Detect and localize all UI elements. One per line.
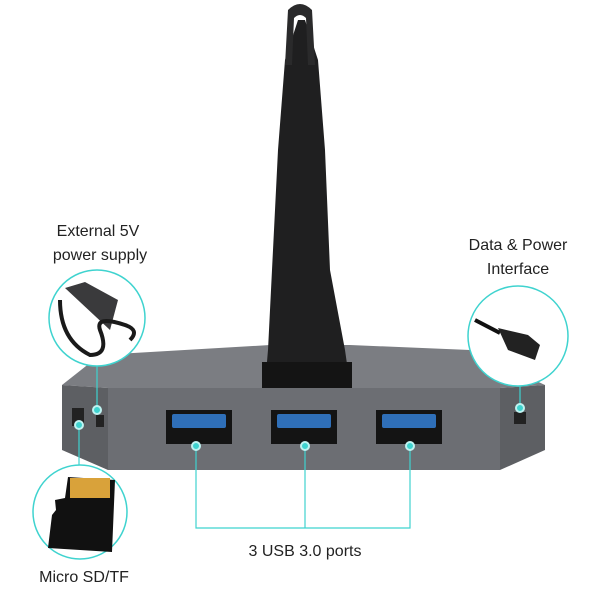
- arm-hook: [285, 4, 315, 65]
- power-label-line1: External 5V: [56, 223, 140, 240]
- hub-left-side: [62, 385, 108, 470]
- bungee-arm: [265, 20, 350, 385]
- data-label-line1: Data & Power: [468, 237, 568, 254]
- usb-port-2: [271, 410, 337, 444]
- arm-base: [262, 362, 352, 388]
- power-adapter-inset: [48, 269, 146, 367]
- data-label-line2: Interface: [486, 261, 550, 278]
- data-cable-inset: [467, 285, 569, 387]
- callout-dots: [74, 403, 525, 451]
- usb-port-1: [166, 410, 232, 444]
- power-port: [96, 415, 104, 427]
- power-label-line2: power supply: [52, 247, 148, 264]
- usb-port-3: [376, 410, 442, 444]
- hub-right-side: [500, 385, 545, 470]
- usb-label: 3 USB 3.0 ports: [248, 543, 362, 560]
- data-port: [514, 412, 526, 424]
- sd-label: Micro SD/TF: [39, 569, 129, 586]
- microsd-inset: [32, 464, 128, 560]
